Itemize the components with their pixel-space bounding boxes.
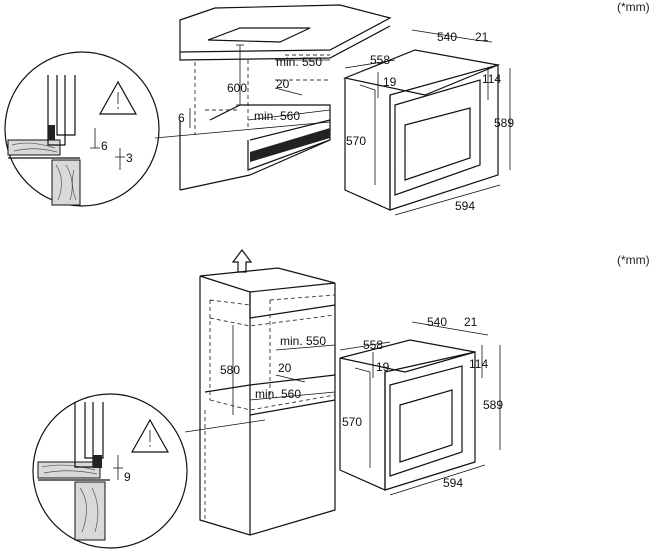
dim-oven-width: 594 (455, 199, 475, 213)
dim-cabinet-depth-2: min. 550 (280, 334, 326, 348)
dim-oven-height-inner-2: 570 (342, 415, 362, 429)
top-oven (342, 49, 501, 211)
dim-oven-height-inner: 570 (346, 134, 366, 148)
bottom-section: 580 min. 550 20 min. 560 9 (32, 249, 503, 549)
dim-cabinet-offset: 6 (178, 111, 185, 125)
dim-cabinet-height: 600 (227, 81, 247, 95)
dim-cabinet-width: min. 560 (254, 109, 300, 123)
top-section: 600 min. 550 20 min. 560 6 6 3 (4, 4, 514, 216)
dim-oven-rear: 21 (475, 30, 489, 44)
dim-detail-gap: 6 (101, 139, 108, 153)
dim-oven-panel: 114 (482, 72, 501, 86)
dim-cabinet-gap: 20 (276, 77, 290, 91)
dim-cabinet-width-2: min. 560 (255, 387, 301, 401)
dim-oven-width-inner-2: 558 (363, 338, 383, 352)
dim-oven-top: 19 (383, 75, 397, 89)
warning-icon-2 (130, 418, 170, 453)
unit-label-top: (*mm) (617, 0, 650, 14)
bottom-oven (339, 339, 476, 491)
dim-oven-width-inner: 558 (370, 53, 390, 67)
dim-oven-depth: 540 (437, 30, 457, 44)
unit-label-bottom: (*mm) (617, 253, 650, 267)
dim-oven-width-2: 594 (443, 476, 463, 490)
dim-oven-panel-2: 114 (469, 357, 488, 371)
dim-oven-top-2: 19 (376, 360, 390, 374)
warning-icon (98, 80, 138, 115)
dim-oven-depth-2: 540 (427, 315, 447, 329)
dim-oven-rear-2: 21 (464, 315, 478, 329)
top-detail-wood (7, 75, 81, 206)
dim-detail-gap-2: 9 (124, 470, 131, 484)
dim-cabinet-gap-2: 20 (278, 361, 292, 375)
bottom-detail-wood (37, 402, 110, 541)
dim-oven-height-2: 589 (483, 398, 503, 412)
dim-cabinet-depth: min. 550 (276, 55, 322, 69)
dim-detail-thickness: 3 (126, 151, 133, 165)
up-arrow-icon (231, 249, 253, 273)
dim-cabinet-height-2: 580 (220, 363, 240, 377)
dim-oven-height: 589 (494, 116, 514, 130)
